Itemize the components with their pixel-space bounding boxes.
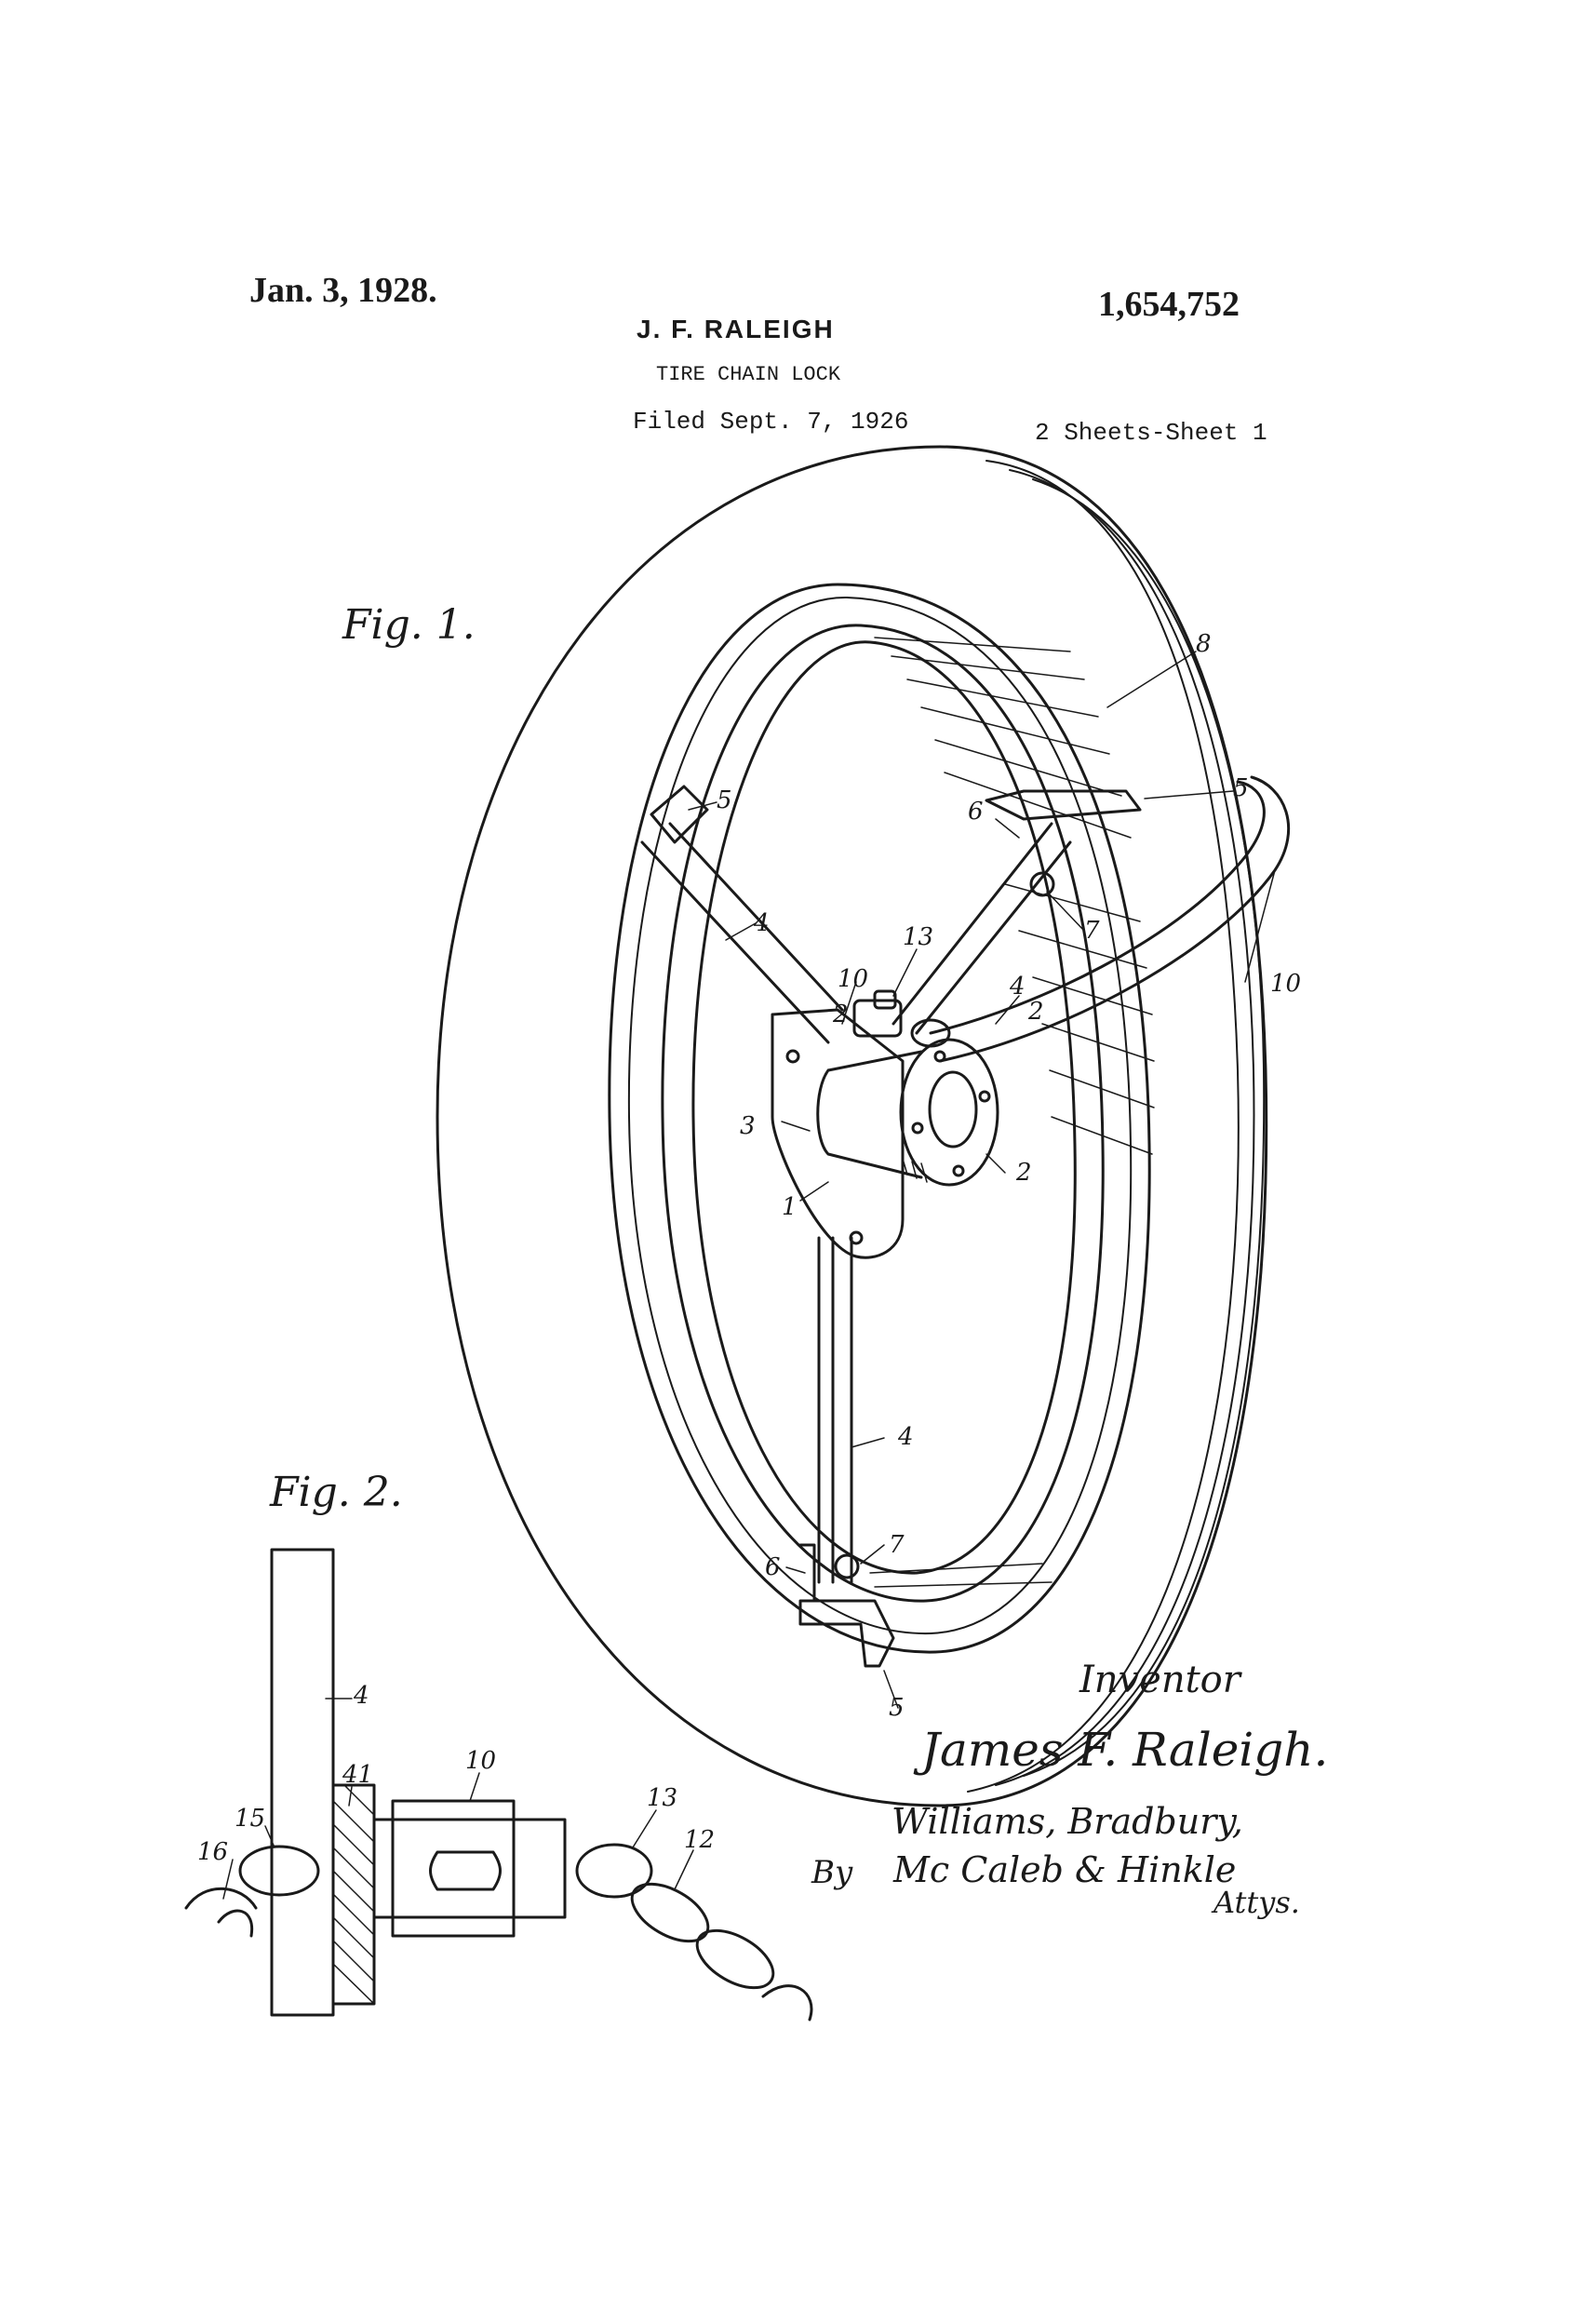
hub-bolt-3 bbox=[952, 1164, 965, 1177]
fig2-spoke bbox=[270, 1548, 335, 2017]
attorney-firm-line2: Mc Caleb & Hinkle bbox=[893, 1849, 1237, 1890]
fig2-drawing bbox=[184, 1548, 813, 2022]
ref-5-left: 5 bbox=[717, 786, 732, 814]
ref-fig2-15: 15 bbox=[235, 1805, 265, 1833]
fig1-label: Fig. 1. bbox=[342, 601, 476, 649]
ref-7-bottom: 7 bbox=[889, 1531, 905, 1559]
clip-bottom-bracket bbox=[798, 1543, 816, 1603]
ref-7-top: 7 bbox=[1084, 917, 1100, 945]
hub-plate-rivet-2 bbox=[849, 1230, 864, 1245]
rim-edge-2 bbox=[627, 596, 1133, 1635]
tire-tread-line-3 bbox=[1023, 478, 1266, 1777]
spoke-upper-left bbox=[640, 822, 844, 1044]
ref-fig2-41: 41 bbox=[342, 1761, 373, 1789]
tire-tread-line bbox=[967, 460, 1240, 1793]
inventor-name: J. F. RALEIGH bbox=[637, 315, 835, 343]
fig2-link-12 bbox=[630, 1882, 710, 1943]
fig2-link-13 bbox=[575, 1843, 653, 1899]
fig2-link-right-3 bbox=[695, 1928, 775, 1990]
filing-date: Filed Sept. 7, 1926 bbox=[633, 408, 909, 436]
hub-bore bbox=[928, 1070, 978, 1149]
ref-fig2-12: 12 bbox=[684, 1826, 715, 1854]
ref-2-section-right: 2 bbox=[1027, 998, 1044, 1026]
clip-bottom bbox=[798, 1599, 895, 1668]
fig1-drawing bbox=[436, 445, 1291, 1807]
lock-shackle bbox=[873, 989, 897, 1010]
hub-flange bbox=[899, 1038, 999, 1187]
ref-fig2-13: 13 bbox=[647, 1784, 677, 1812]
chain-link-lock bbox=[910, 1018, 951, 1048]
fig1-reference-numerals: 8 5 5 6 7 13 10 10 4 4 2 2 3 1 2 4 6 7 5 bbox=[717, 630, 1301, 1722]
fig2-reference-numerals: 4 41 10 13 12 15 16 bbox=[197, 1682, 715, 1866]
hub-body bbox=[816, 1050, 923, 1179]
rim-inner bbox=[661, 624, 1105, 1603]
fig2-plate bbox=[331, 1783, 376, 2006]
spoke-lower bbox=[817, 1236, 853, 1584]
ref-5-right: 5 bbox=[1233, 774, 1249, 802]
fig2-link-15 bbox=[238, 1845, 320, 1897]
ref-4-right: 4 bbox=[1009, 973, 1026, 1001]
inventor-caption: Inventor bbox=[1079, 1659, 1240, 1701]
rim-outer bbox=[608, 583, 1151, 1654]
bolt-top bbox=[1029, 871, 1055, 897]
tire-tread-line-2 bbox=[995, 469, 1255, 1786]
fig2-link-right-end bbox=[761, 1984, 813, 2022]
attorney-by: By bbox=[811, 1854, 853, 1891]
ref-4-upper: 4 bbox=[753, 909, 770, 937]
inventor-signature: James F. Raleigh. bbox=[921, 1723, 1329, 1777]
ref-fig2-10: 10 bbox=[465, 1747, 496, 1775]
attorneys-abbrev: Attys. bbox=[1213, 1885, 1300, 1920]
fig2-lock-body bbox=[391, 1799, 516, 1938]
ref-2-section-left: 2 bbox=[832, 1001, 849, 1028]
ref-8: 8 bbox=[1196, 630, 1212, 658]
patent-date: Jan. 3, 1928. bbox=[249, 271, 437, 310]
leader-lines bbox=[222, 651, 1276, 1900]
ref-2-hub: 2 bbox=[1015, 1159, 1032, 1187]
ref-fig2-4: 4 bbox=[353, 1682, 369, 1710]
lock-body bbox=[852, 999, 903, 1038]
hub-bolt-2 bbox=[978, 1090, 991, 1103]
fig2-lock-barrel bbox=[372, 1818, 567, 1919]
clip-left bbox=[650, 785, 709, 844]
bolt-bottom bbox=[834, 1553, 860, 1579]
felly-hatching bbox=[869, 637, 1155, 1588]
ref-13: 13 bbox=[903, 923, 933, 951]
ref-4-lower: 4 bbox=[897, 1423, 914, 1451]
hub-plate bbox=[771, 1008, 905, 1259]
ref-6-top: 6 bbox=[968, 798, 984, 826]
ref-3: 3 bbox=[740, 1112, 756, 1140]
ref-5-bottom: 5 bbox=[889, 1694, 905, 1722]
ref-10-top: 10 bbox=[838, 965, 868, 993]
sheet-count: 2 Sheets-Sheet 1 bbox=[1035, 419, 1267, 447]
attorney-firm-line1: Williams, Bradbury, bbox=[892, 1801, 1243, 1842]
hub-bolt-4 bbox=[911, 1122, 924, 1135]
fig2-lock-bolt bbox=[429, 1850, 502, 1891]
invention-title: TIRE CHAIN LOCK bbox=[656, 363, 841, 386]
chain-arc bbox=[929, 775, 1291, 1063]
felly-inner-edge bbox=[691, 640, 1077, 1575]
fig2-label: Fig. 2. bbox=[270, 1469, 403, 1516]
clip-right bbox=[985, 789, 1142, 821]
hub-knurl bbox=[902, 1158, 928, 1183]
ref-1: 1 bbox=[782, 1193, 798, 1221]
ref-fig2-16: 16 bbox=[197, 1838, 228, 1866]
fig2-plate-hatch bbox=[332, 1784, 375, 2005]
patent-number: 1,654,752 bbox=[1098, 285, 1240, 324]
hub-plate-rivet-1 bbox=[785, 1049, 800, 1064]
ref-6-bottom: 6 bbox=[765, 1553, 781, 1581]
ref-10-right: 10 bbox=[1270, 970, 1301, 998]
fig2-link-16 bbox=[184, 1887, 258, 1938]
